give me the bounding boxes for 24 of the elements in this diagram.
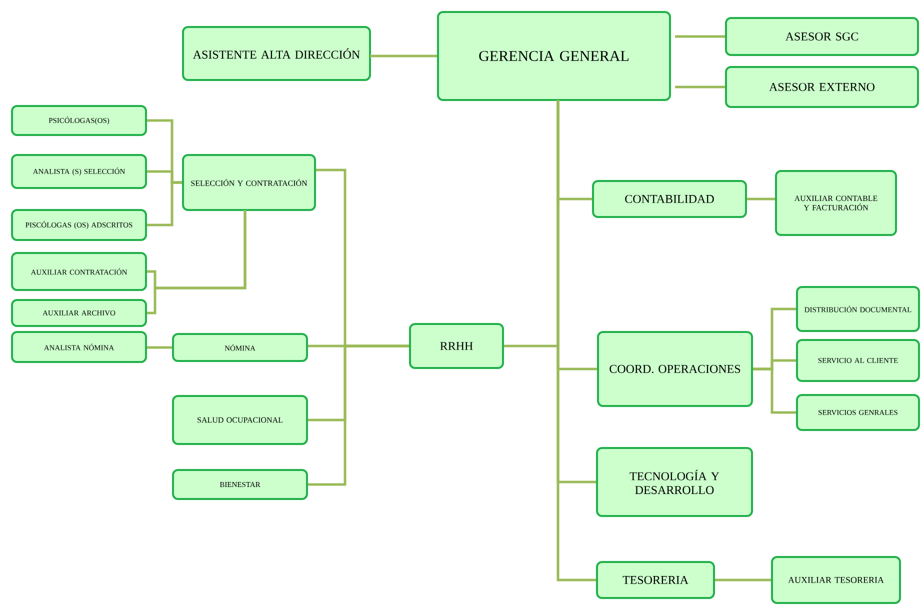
org-box: SELECCIÓN Y CONTRATACIÓN	[182, 154, 316, 211]
connector	[675, 86, 725, 88]
connector	[715, 578, 771, 582]
org-box: TESORERIA	[596, 561, 715, 599]
connector	[747, 198, 775, 200]
org-box: RRHH	[409, 323, 504, 369]
org-box: TECNOLOGÍA Y DESARROLLO	[596, 447, 753, 517]
org-box: ASISTENTE ALTA DIRECCIÓN	[182, 26, 371, 81]
org-box: AUXILIAR TESORERIA	[771, 556, 901, 604]
org-box: GERENCIA GENERAL	[437, 11, 671, 101]
org-box: ASESOR EXTERNO	[725, 66, 919, 108]
connector	[147, 181, 182, 226]
connector	[556, 100, 596, 582]
org-box: COORD. OPERACIONES	[597, 331, 753, 407]
org-box: CONTABILIDAD	[592, 180, 747, 218]
connector	[370, 54, 437, 58]
org-box: ASESOR SGC	[725, 17, 919, 56]
connector	[753, 368, 796, 414]
connector	[147, 346, 172, 349]
org-box: AUXILIAR CONTABLE Y FACTURACIÓN	[775, 170, 897, 236]
connector	[675, 35, 725, 38]
connector	[147, 210, 246, 314]
connector	[308, 344, 409, 486]
org-box: SALUD OCUPACIONAL	[172, 395, 308, 445]
